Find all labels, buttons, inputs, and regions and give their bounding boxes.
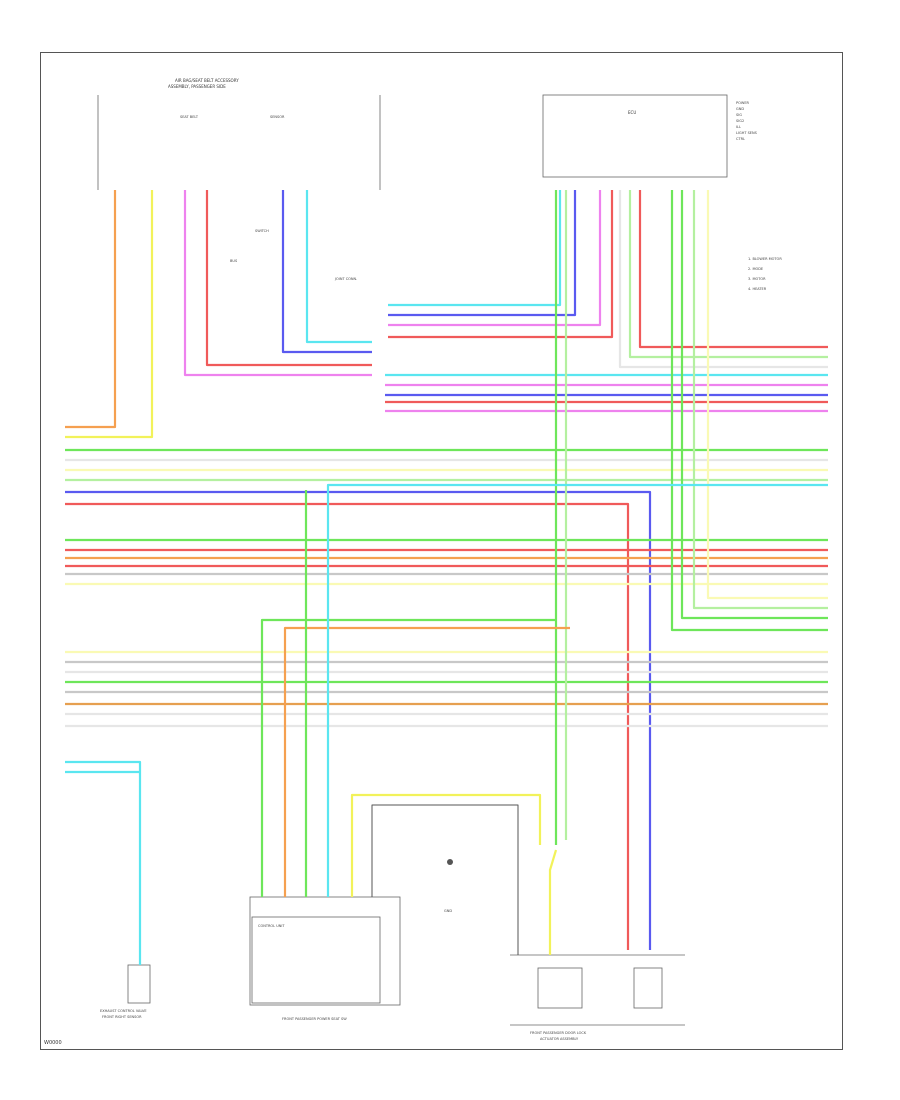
wire-46 <box>260 618 555 897</box>
bottom-right-component: FRONT PASSENGER DOOR LOCK <box>530 1031 587 1035</box>
wire-44 <box>692 190 828 610</box>
wire-7 <box>65 502 630 950</box>
power-seat-switch-outer <box>249 896 401 1006</box>
bottom-mid-component: FRONT PASSENGER POWER SEAT SW <box>282 1017 347 1021</box>
page-id: W0000 <box>44 1040 62 1046</box>
connector-legend-2: 3. MOTOR <box>748 277 766 281</box>
door-lock-switch-box <box>633 967 663 1009</box>
bottom-left-component: EXHAUST CONTROL VALVE <box>100 1009 147 1013</box>
wire-6 <box>65 490 652 950</box>
ecu-side-label-2: SIG <box>736 113 742 117</box>
connector-legend-0: 1. BLOWER MOTOR <box>748 257 782 261</box>
wire-33 <box>618 190 828 369</box>
wire-45 <box>706 190 828 600</box>
bus-label: BUS <box>230 259 238 263</box>
ground-symbol <box>447 859 453 865</box>
exhaust-valve-box <box>127 964 151 1004</box>
top-caption-1: AIR BAG/SEAT BELT ACCESSORY <box>175 78 239 83</box>
ecu-side-label-6: CTRL <box>736 137 745 141</box>
wire-0 <box>65 190 117 429</box>
wire-22 <box>65 760 142 965</box>
connector-legend-1: 2. MODE <box>748 267 763 271</box>
ground-label: GND <box>444 909 452 913</box>
door-lock-motor-box <box>537 967 583 1009</box>
left-switch-label: SEAT BELT <box>180 115 199 119</box>
wire-39 <box>638 190 828 349</box>
wire-32 <box>628 190 828 359</box>
wire-47 <box>283 626 570 897</box>
wire-52 <box>371 804 519 955</box>
ecu-side-label-1: GND <box>736 107 744 111</box>
wire-1 <box>65 190 154 439</box>
top-caption-2: ASSEMBLY, PASSENGER SIDE <box>168 84 226 89</box>
sensor-mid-label: SENSOR <box>270 115 285 119</box>
ecu-box-label: ECU <box>628 110 636 115</box>
power-seat-switch-inner <box>251 916 381 1004</box>
wire-27 <box>305 190 372 344</box>
wire-51 <box>548 849 558 955</box>
ecu-side-label-5: LIGHT SENS <box>736 131 758 135</box>
sensor-left-label: SWITCH <box>255 229 269 233</box>
wire-43 <box>680 190 828 620</box>
connector-legend-3: 4. HEATER <box>748 287 767 291</box>
wire-28 <box>388 190 562 307</box>
wire-42 <box>670 190 828 632</box>
ecu-box <box>542 94 728 178</box>
wire-50 <box>350 793 542 897</box>
wire-24 <box>183 190 372 377</box>
wire-26 <box>281 190 372 354</box>
wire-30 <box>388 190 602 327</box>
wire-31 <box>388 190 614 339</box>
ecu-side-label-4: ILL <box>736 125 741 129</box>
wires-group <box>65 190 828 965</box>
diagram-frame <box>40 52 843 1050</box>
wire-29 <box>388 190 577 317</box>
wire-48 <box>326 483 828 897</box>
junction-left-label: JOINT CONN. <box>334 277 357 281</box>
bottom-right-sub: ACTUATOR ASSEMBLY <box>540 1037 579 1041</box>
ecu-side-label-0: POWER <box>736 101 750 105</box>
bottom-mid-inner: CONTROL UNIT <box>258 924 285 928</box>
ecu-side-label-3: SIG2 <box>736 119 744 123</box>
wire-25 <box>205 190 372 367</box>
bottom-left-sub: FRONT RIGHT SENSOR <box>102 1015 142 1019</box>
